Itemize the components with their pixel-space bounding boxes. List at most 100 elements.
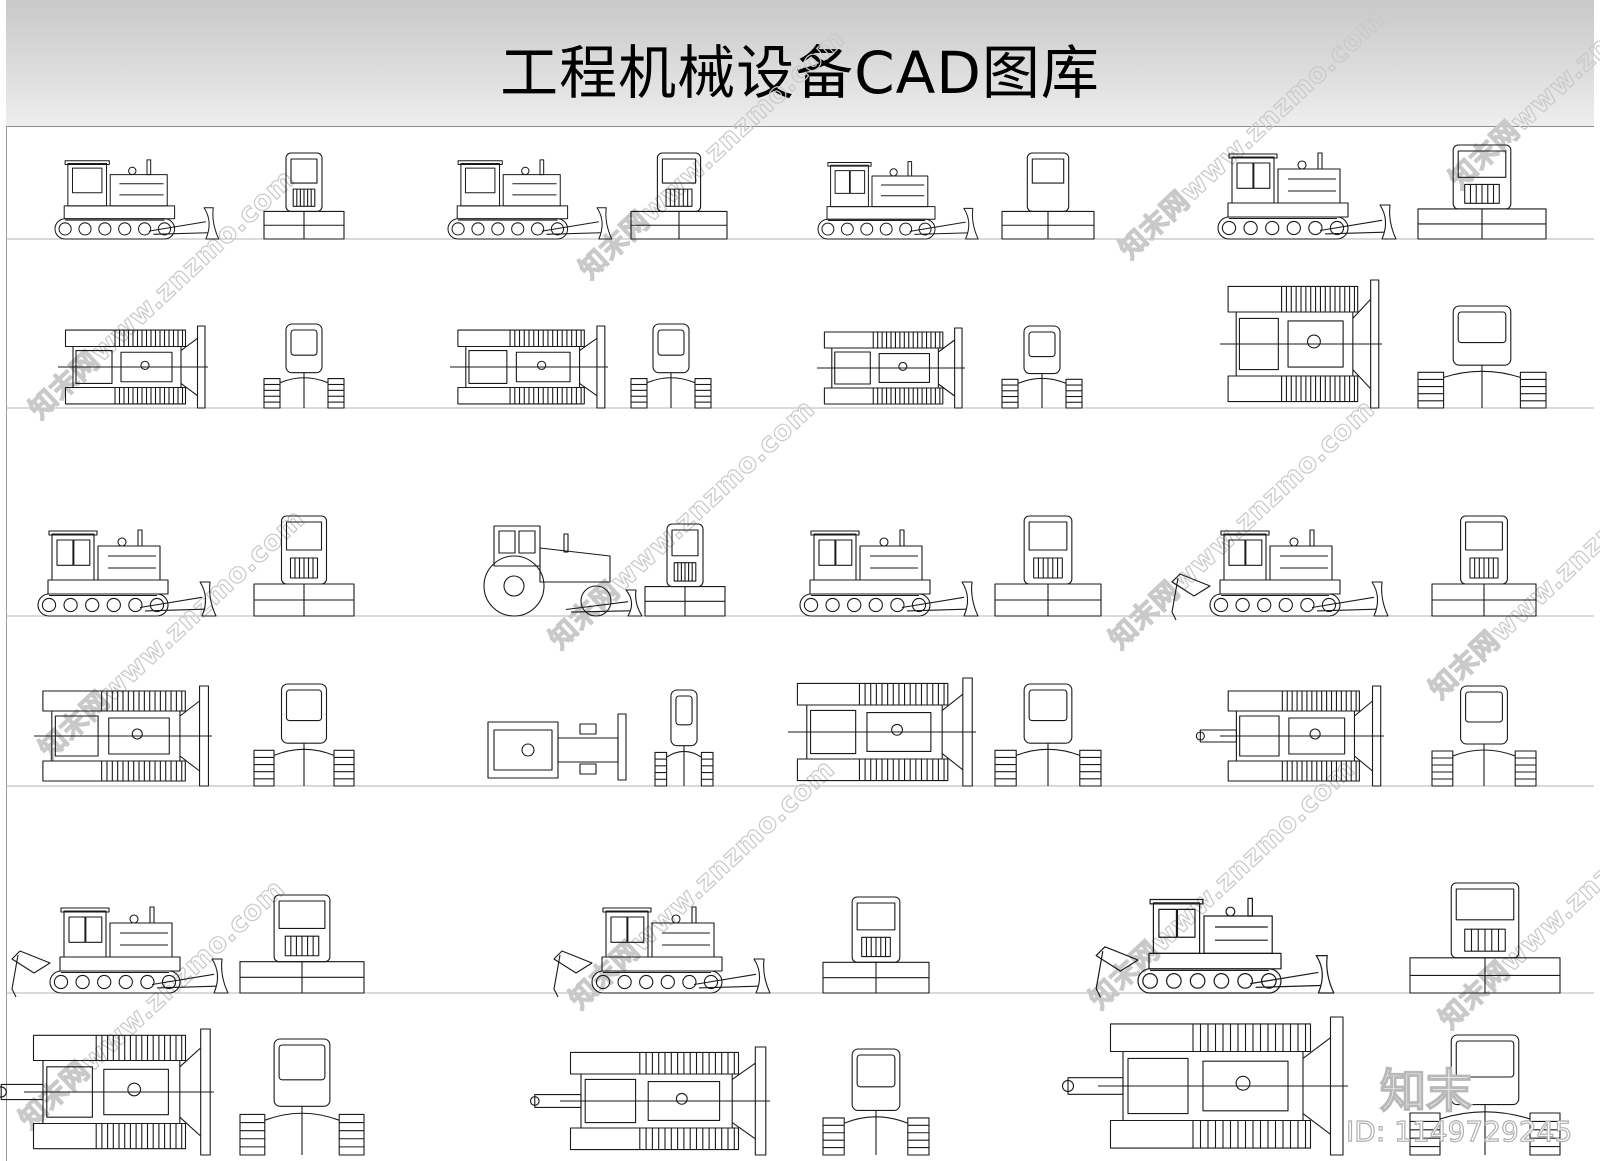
road-wheel [1142,973,1158,989]
push-arm [148,221,206,232]
track-top [1227,285,1359,313]
exhaust-stack [149,906,155,924]
track-left [1001,378,1019,409]
front-view [644,523,726,617]
plan-view [1195,685,1384,787]
side-view-dozer [54,159,220,240]
windshield [1465,521,1503,551]
rear-window [675,695,693,726]
engine-hood [109,922,173,958]
side-view-dozer [1095,897,1335,998]
windshield [290,158,318,184]
engine-top [557,737,619,763]
road-wheel [140,974,155,990]
track-frame [826,206,936,220]
frame-border-left [6,126,7,1161]
crawler-track [37,593,169,617]
beacon-light [521,166,530,176]
cab-rear [851,1048,901,1112]
cab-window [1176,908,1196,938]
cab-front [1452,144,1512,210]
push-arm [546,232,601,235]
engine-hood [1269,545,1333,581]
crawler-track [447,218,569,240]
push-arm [1324,231,1385,235]
cab-window [1228,539,1246,566]
road-wheel [1286,220,1301,236]
engine-hood [539,547,611,583]
windshield [1457,150,1507,178]
push-arm-top [579,382,598,397]
track-bottom [457,386,585,405]
road-wheel [911,597,927,613]
track-left [1409,1112,1441,1156]
windshield [278,900,326,929]
track-right [1529,1112,1561,1156]
cab-window [849,170,866,194]
road-wheel [1321,597,1337,613]
machine-drawings [0,144,1561,1156]
exhaust-stack [137,529,143,547]
cab-roof [64,160,110,165]
watermark-text: 知末网www.znzmo.com [1084,753,1362,1015]
exhaust-stack [899,529,905,547]
ripper-top [0,1083,44,1101]
road-wheel [491,222,505,236]
engine-hood [859,545,923,581]
operator-cab [493,525,541,567]
ripper-shank [1171,577,1179,621]
rear-view [1417,305,1547,409]
road-wheel [98,222,112,236]
cab-rear [1450,1034,1520,1106]
cab-window [1236,162,1254,189]
road-wheel [1237,973,1254,989]
road-wheel [703,974,719,990]
ripper-shank [553,954,561,998]
track-top [457,329,585,348]
ripper-tip [1195,731,1205,741]
track-right [694,378,712,409]
cab-roof [1220,530,1270,536]
road-wheel [918,222,932,236]
cab-window [1245,539,1263,566]
exhaust-top [1307,334,1321,349]
push-arm-top [941,753,964,771]
track-bottom [32,1122,187,1150]
watermark-text: 知末网www.znzmo.com [1434,773,1600,1035]
dozer-blade [625,589,643,617]
road-wheel [1235,597,1250,613]
road-wheel [840,222,854,236]
track-bottom [1227,375,1359,403]
road-wheel [58,222,72,236]
watermark-text: 知末网www.znzmo.com [1424,443,1600,705]
cab-window [835,539,853,566]
radiator-grille [292,188,316,207]
windshield [661,158,697,184]
ripper-shank [1095,951,1104,998]
cab-window [73,539,91,566]
push-arm [1311,596,1375,609]
exhaust-stack [146,159,152,176]
tractor-front-wheel [580,585,612,617]
track-left [253,749,275,787]
plan-view [450,325,608,409]
cab-window [464,167,496,194]
front-view [239,894,365,994]
front-view [1431,515,1537,617]
cab-window [834,170,850,194]
ripper-frame [1171,573,1211,597]
watermark-text: 知末网www.znzmo.com [24,163,302,425]
cab-window [610,916,628,943]
push-arm-top [179,755,200,772]
road-wheel [97,974,112,990]
windshield [285,521,323,551]
road-wheel [1265,220,1280,236]
beacon-light [117,537,127,547]
push-arm [541,221,599,232]
exhaust-top [536,360,547,371]
operator-cab [605,910,649,958]
operator-cab [51,533,95,581]
push-arm [144,608,205,612]
exhaust-stack [539,159,545,176]
track-frame [1219,579,1341,595]
